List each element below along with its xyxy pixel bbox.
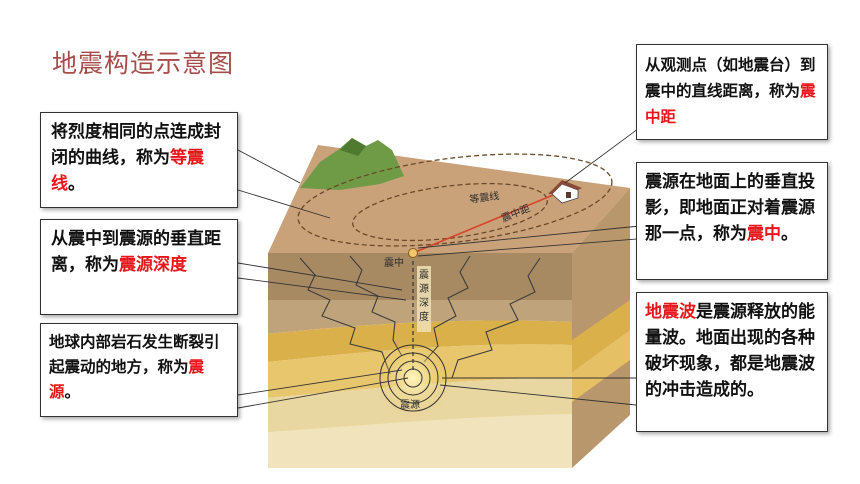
callout-leader-lines	[237, 119, 651, 409]
label-epicenter: 震中	[384, 256, 404, 269]
isoseismal-curve-inner	[352, 182, 548, 242]
callout-focus: 地球内部岩石发生断裂引起震动的地方，称为震源。	[40, 323, 238, 417]
callout-isoseismal-line: 将烈度相同的点连成封闭的曲线，称为等震线。	[40, 112, 238, 208]
label-focus: 震源	[400, 398, 420, 411]
green-hills	[300, 138, 404, 190]
fault-line-left	[299, 257, 391, 375]
fault-line-mid-right	[423, 255, 471, 363]
callout-epicenter: 震源在地面上的垂直投影，即地面正对着震源那一点，称为震中。	[636, 162, 828, 280]
label-focal-depth: 震源深度	[417, 266, 431, 332]
page-title: 地震构造示意图	[52, 49, 235, 78]
fault-line-mid-left	[349, 255, 403, 357]
callout-epicentral-distance: 从观测点（如地震台）到震中的直线距离，称为震中距	[636, 44, 828, 140]
epicentral-distance-line	[412, 192, 559, 254]
fault-line-right	[451, 257, 541, 379]
epicenter-marker	[408, 248, 418, 258]
svg-text:震源深度: 震源深度	[419, 269, 429, 323]
label-isoseismal-line: 等震线	[469, 189, 501, 206]
callout-focal-depth: 从震中到震源的垂直距离，称为震源深度	[40, 219, 238, 315]
callout-seismic-wave: 地震波是震源释放的能量波。地面出现的各种破坏现象，都是地震波的冲击造成的。	[636, 292, 828, 432]
isoseismal-curve-outer	[297, 153, 613, 247]
